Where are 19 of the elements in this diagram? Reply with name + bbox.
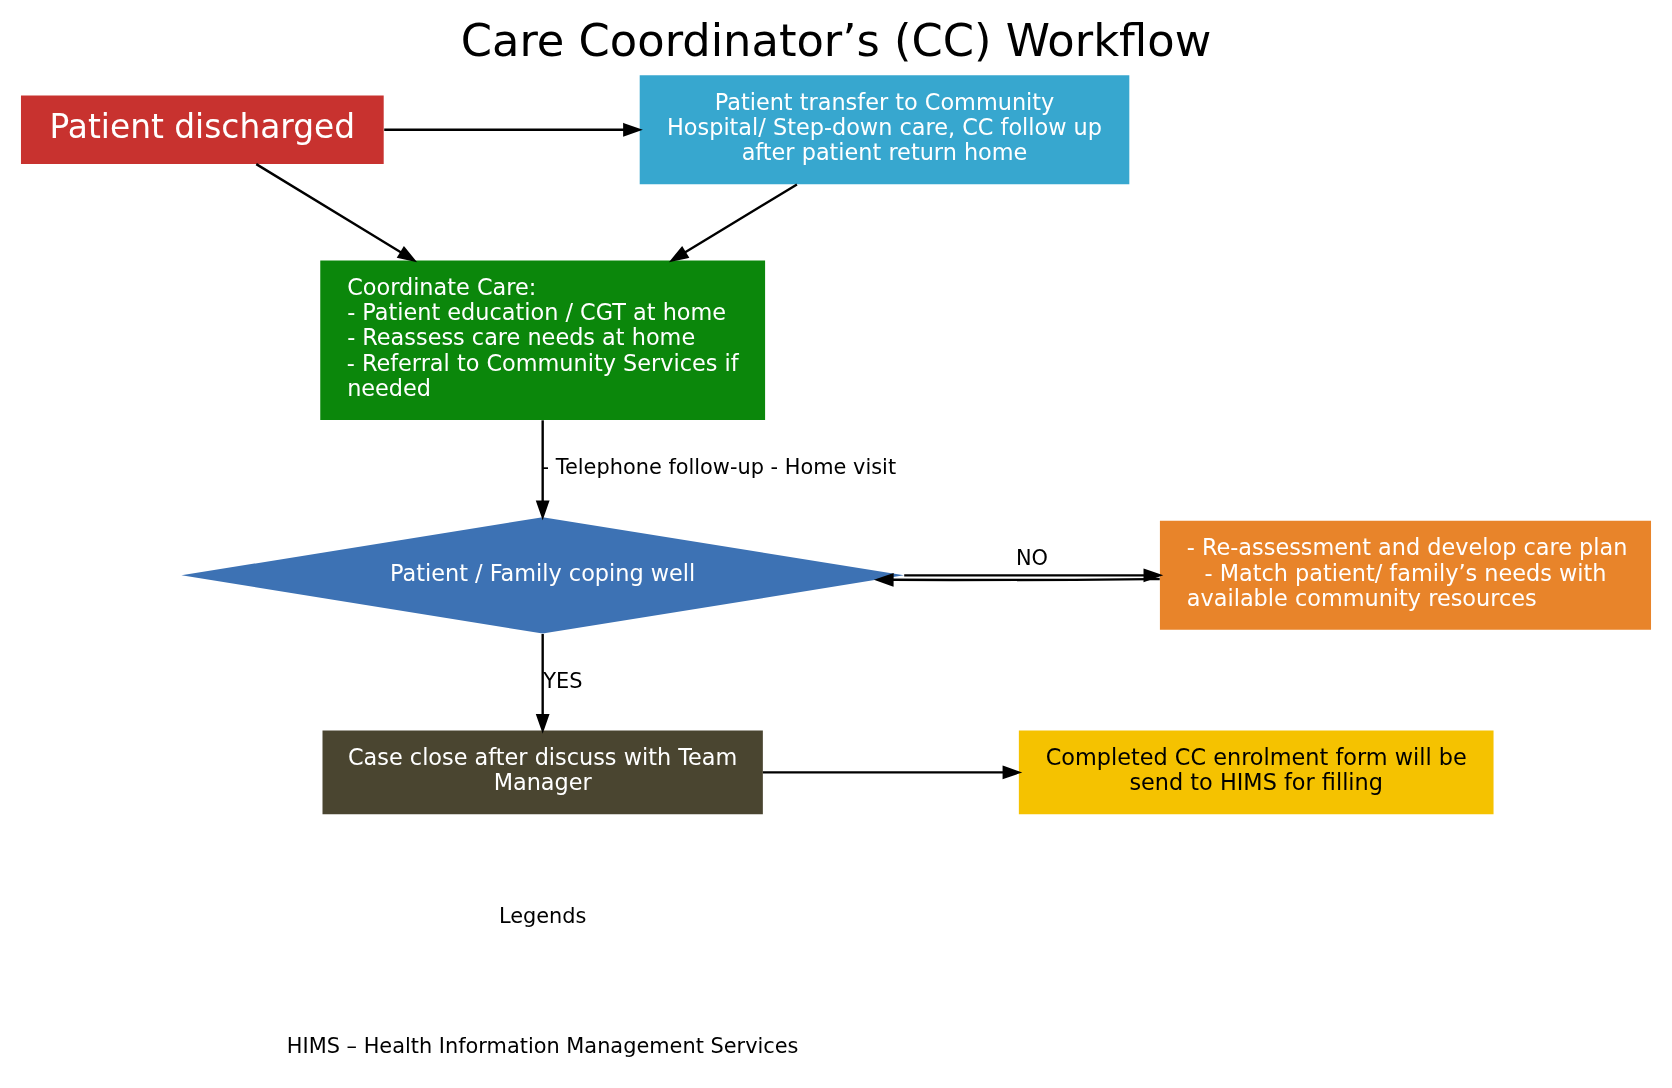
arrow (762, 765, 1023, 780)
edge-label: NO (1015, 546, 1048, 571)
label: HIMS – Health Information Management Services (286, 1033, 799, 1058)
node-box: - Re-assessment and develop care plan - Match patient/ family’s needs with available community resources (1159, 520, 1652, 630)
node-box: Patient transfer to Community Hospital/ Step-down care, CC follow up after patient return home (639, 75, 1130, 185)
edge-label: - Telephone follow-up - Home visit (541, 455, 897, 480)
arrow (668, 183, 798, 263)
arrow (535, 634, 550, 734)
node-box: Case close after discuss with Team Manager (322, 730, 763, 815)
node-box: Completed CC enrolment form will be send to HIMS for filling (1018, 730, 1494, 815)
label: Legends (498, 903, 587, 928)
node-box: Patient discharged (20, 95, 384, 165)
diagram-title: Care Coordinator’s (CC) Workflow (460, 13, 1212, 67)
node-diamond: Patient / Family coping well (181, 517, 904, 634)
arrow (384, 122, 643, 137)
arrow (535, 420, 550, 521)
arrow (873, 572, 1160, 587)
arrow (255, 163, 418, 263)
node-box: Coordinate Care: - Patient education / CGT at home - Reassess care needs at home - Referral to Community Services if needed (320, 260, 766, 421)
